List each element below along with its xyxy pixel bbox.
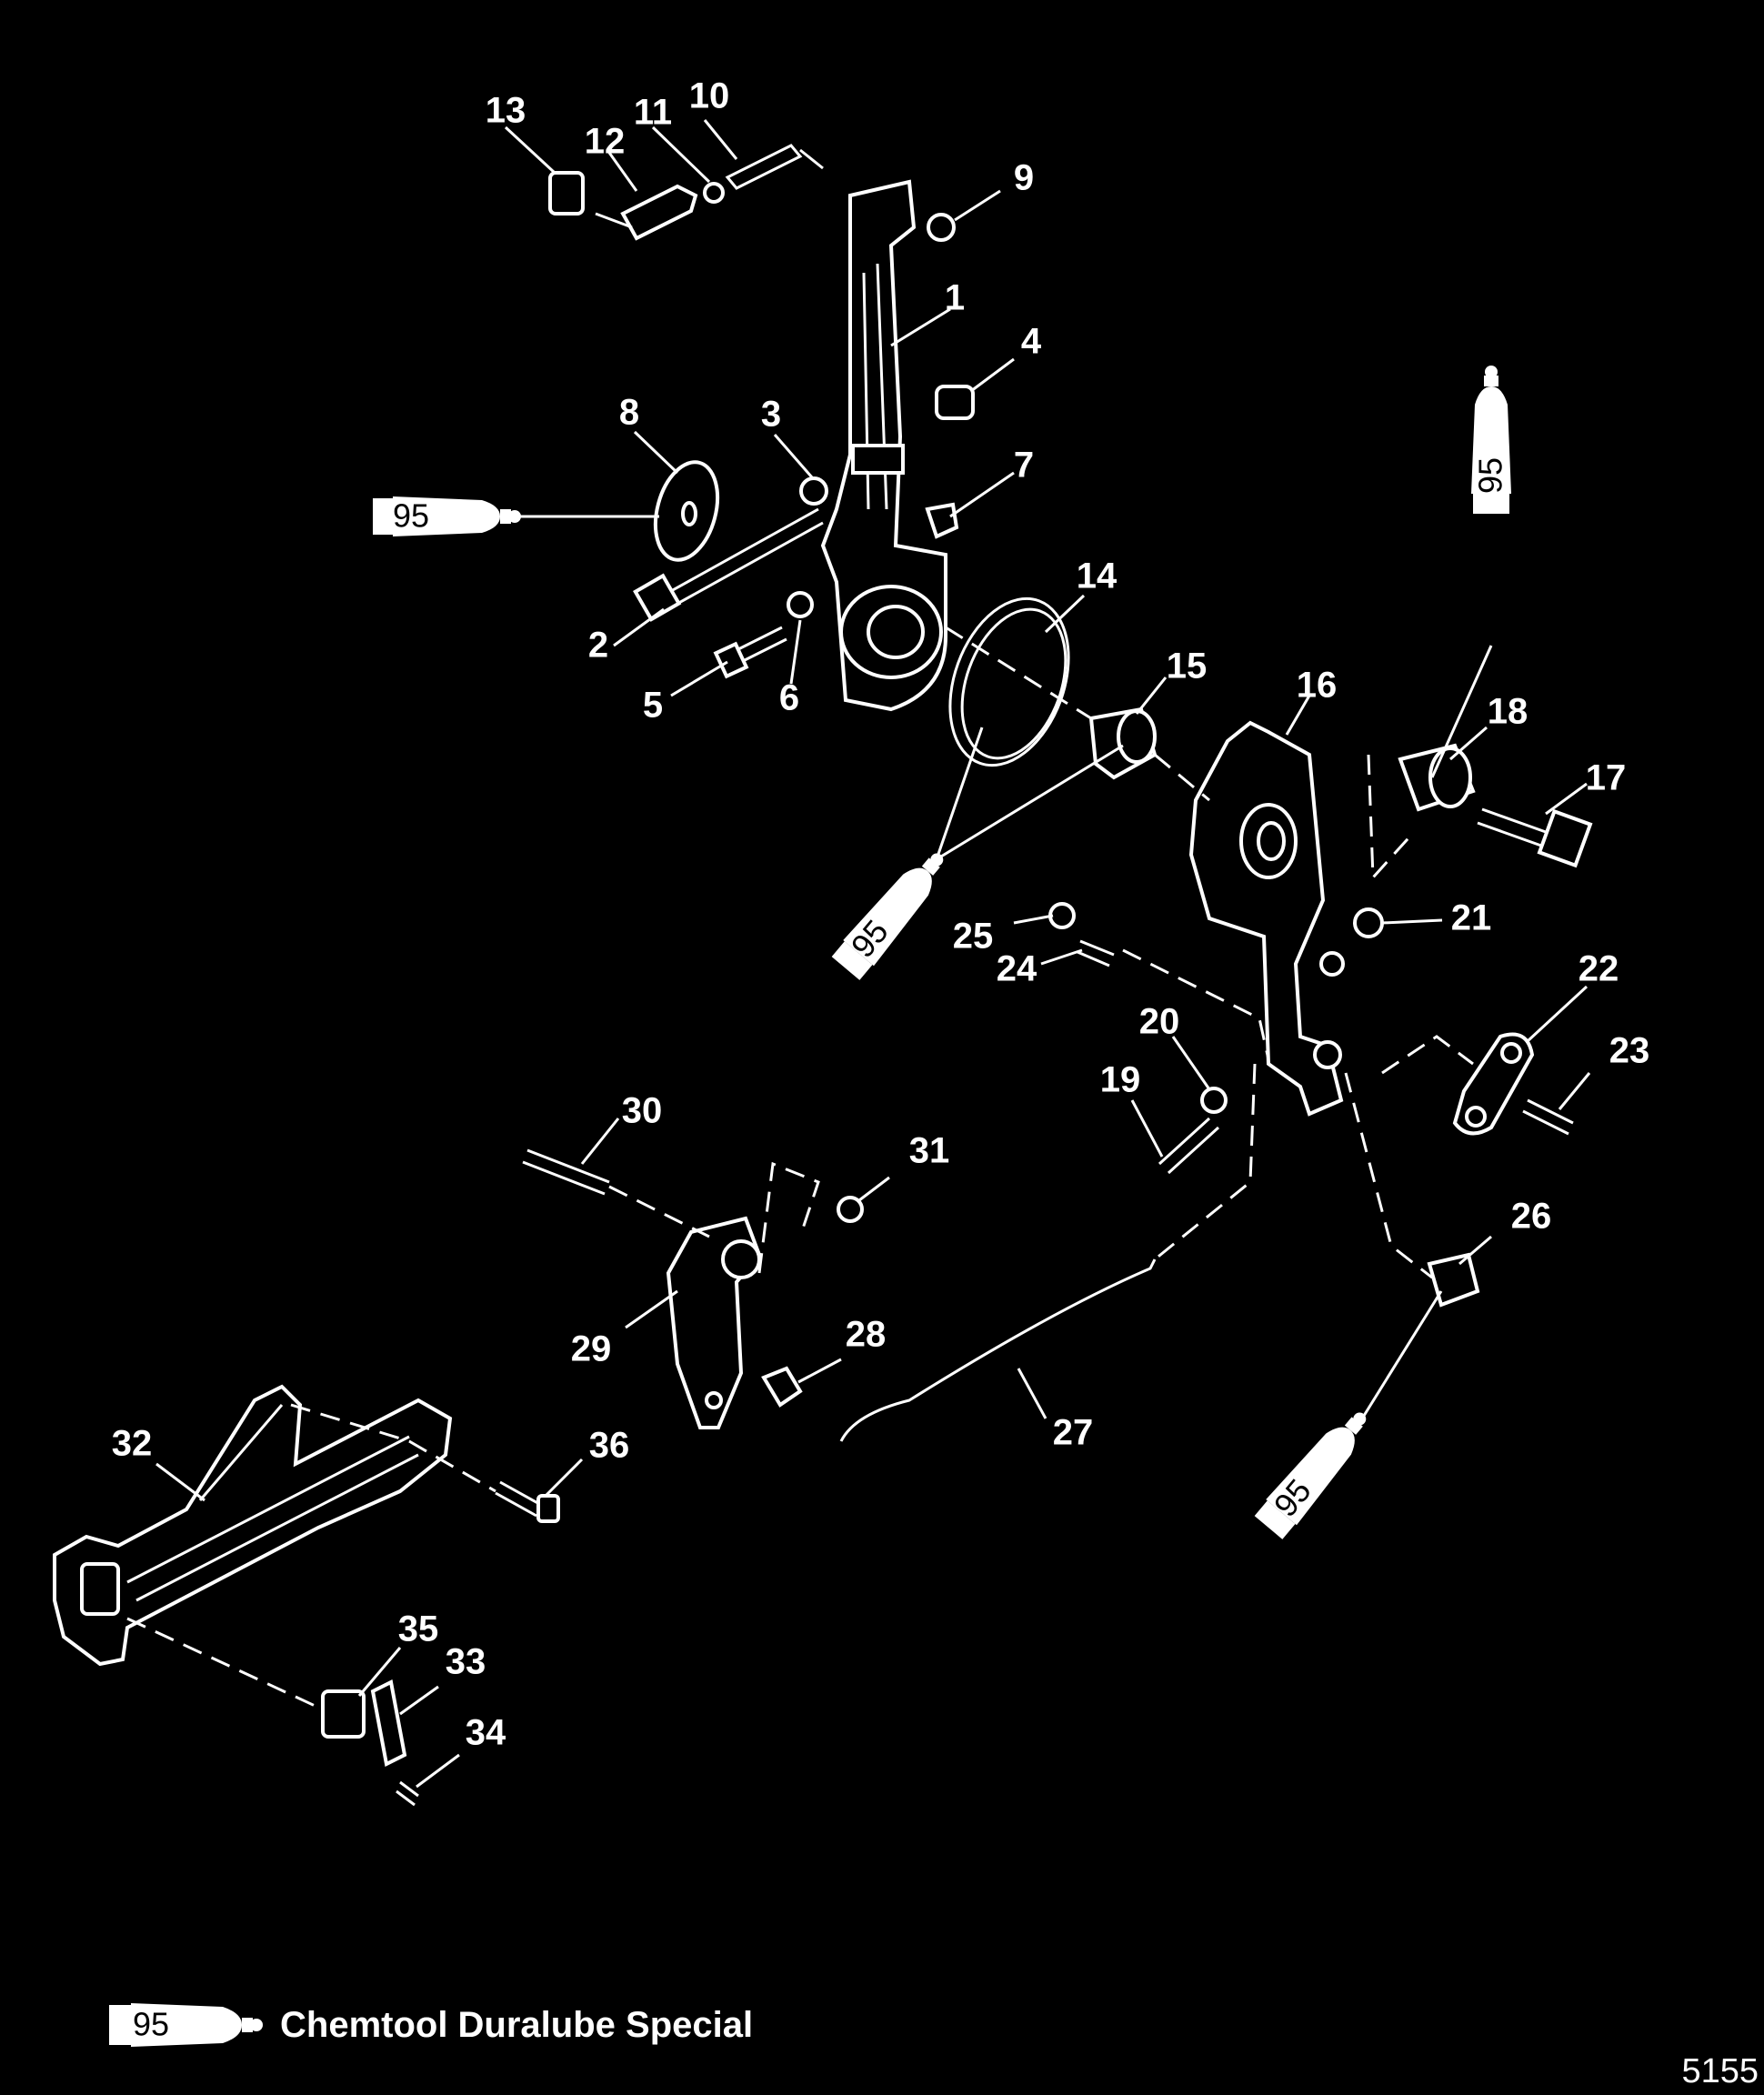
callout-34: 34 [466,1713,506,1753]
callout-22: 22 [1579,949,1619,989]
lubricant-tube-icon: 95 [373,496,521,536]
callout-9: 9 [1014,158,1034,198]
callout-24: 24 [997,949,1037,989]
callout-17: 17 [1586,758,1627,798]
callout-1: 1 [945,278,965,318]
callout-28: 28 [846,1315,887,1355]
lubricant-legend: 95 Chemtool Duralube Special [109,1993,753,2057]
callout-27: 27 [1053,1413,1094,1453]
callout-31: 31 [909,1131,950,1171]
assembly-lines [126,626,1474,1711]
callout-15: 15 [1167,647,1208,687]
callout-20: 20 [1139,1002,1180,1042]
figure-number: 5155 [1681,2052,1759,2090]
lubricant-tube-icon: 95 [830,841,957,982]
parts-artwork [53,144,1593,1807]
callout-19: 19 [1100,1060,1141,1100]
callout-2: 2 [588,626,608,666]
svg-text:95: 95 [1472,457,1509,494]
lubricant-tube-icon: 95 [1471,366,1511,514]
callout-35: 35 [398,1609,439,1649]
lubricant-code: 95 [133,2006,169,2043]
callout-33: 33 [446,1642,486,1682]
callout-32: 32 [112,1424,153,1464]
callout-10: 10 [689,76,730,116]
callout-14: 14 [1077,556,1118,596]
callout-7: 7 [1014,446,1034,486]
callout-16: 16 [1297,666,1338,706]
bolt-2-part [654,507,824,616]
callout-labels: 1 2 3 4 5 6 7 8 9 10 11 12 13 14 15 16 1… [112,76,1650,1753]
callout-23: 23 [1609,1031,1650,1071]
callout-4: 4 [1021,322,1042,362]
callout-11: 11 [634,93,672,133]
callout-12: 12 [585,122,626,162]
callout-26: 26 [1511,1197,1552,1237]
callout-8: 8 [619,393,639,433]
callout-3: 3 [761,395,781,435]
lubricant-name: Chemtool Duralube Special [280,2004,754,2045]
callout-5: 5 [643,686,663,726]
callout-6: 6 [779,678,799,718]
lubricant-tube-icon: 95 [109,2003,263,2047]
callout-21: 21 [1451,898,1492,938]
svg-text:95: 95 [393,497,429,535]
callout-30: 30 [622,1091,663,1131]
lubricant-leaders [515,515,1493,1424]
callout-25: 25 [953,917,994,957]
lever-arm-part [820,179,947,712]
callout-leaders [155,119,1591,1789]
callout-29: 29 [571,1329,612,1369]
callout-36: 36 [589,1426,630,1466]
callout-18: 18 [1488,692,1528,732]
callout-13: 13 [486,91,526,131]
